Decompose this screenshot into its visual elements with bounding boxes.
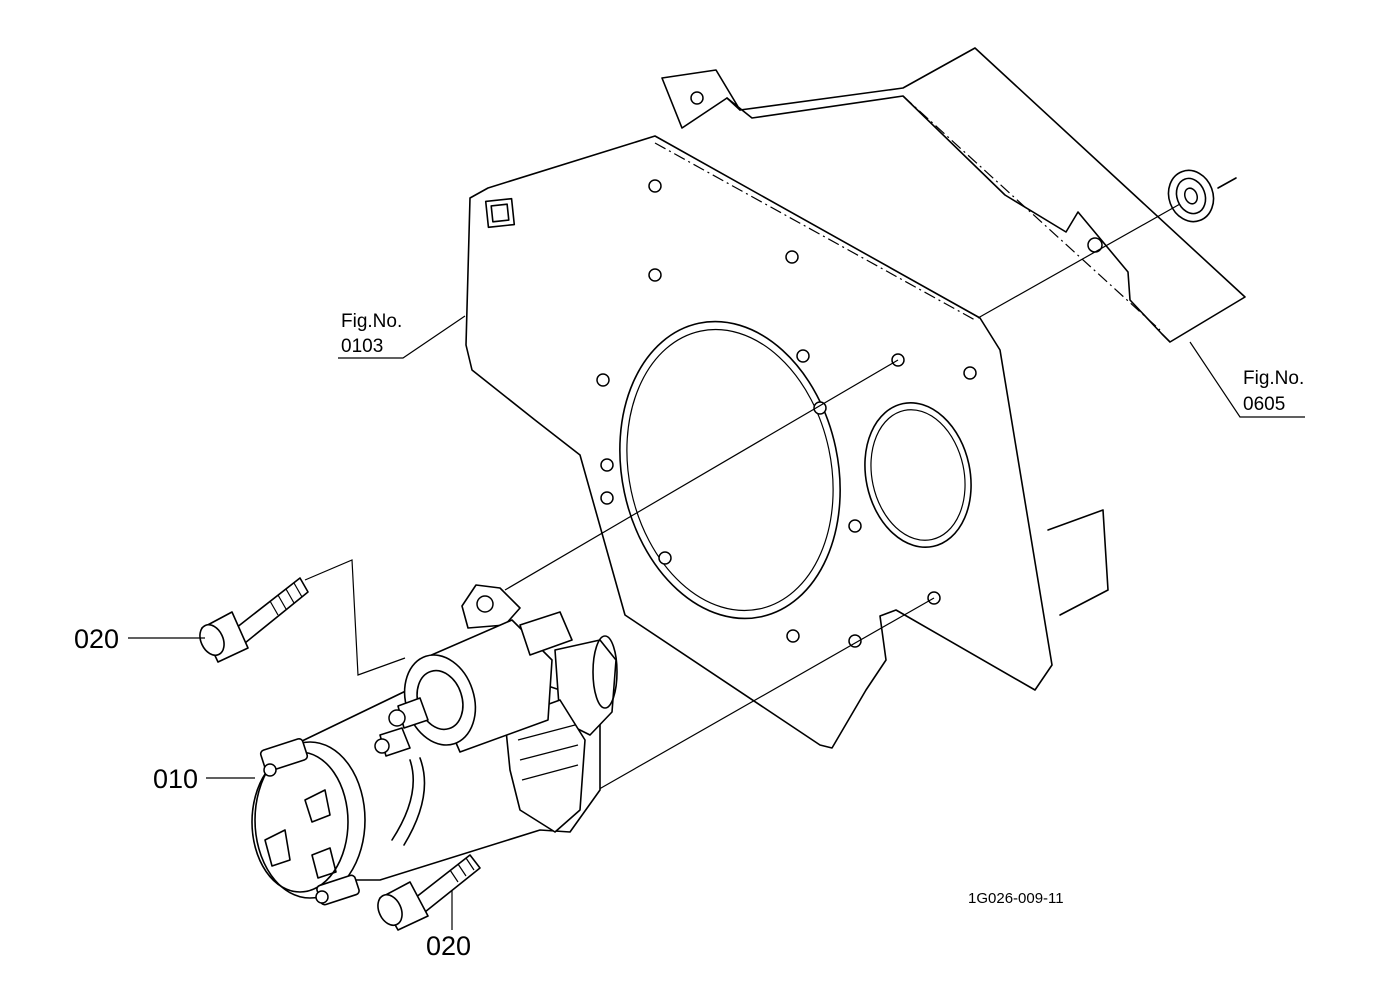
plate-hole bbox=[848, 634, 862, 648]
bolt-lower bbox=[377, 854, 481, 931]
end-cover bbox=[254, 741, 366, 899]
plate-hole bbox=[786, 629, 800, 643]
plate-hole bbox=[848, 519, 862, 533]
upper-bracket bbox=[661, 47, 1246, 343]
bolt-upper bbox=[199, 577, 309, 663]
plate-hole bbox=[796, 349, 810, 363]
drawing-code: 1G026-009-11 bbox=[968, 890, 1064, 907]
callout-020-lower: 020 bbox=[426, 931, 471, 961]
fig-label-plate: Fig.No. bbox=[341, 311, 402, 332]
callout-leaders bbox=[128, 315, 1305, 930]
bracket-hole bbox=[1087, 237, 1103, 253]
starter-motor bbox=[251, 584, 618, 906]
flange-nut bbox=[1167, 169, 1237, 223]
fig-label-bracket: Fig.No. bbox=[1243, 368, 1304, 389]
plate-hole bbox=[658, 551, 672, 565]
callout-010: 010 bbox=[153, 764, 198, 794]
starter-opening bbox=[864, 401, 972, 549]
plate-hole bbox=[648, 179, 662, 193]
plate-hole bbox=[600, 491, 614, 505]
fig-number-plate: 0103 bbox=[341, 336, 383, 357]
plate-hole bbox=[813, 401, 827, 415]
callout-020-upper: 020 bbox=[74, 624, 119, 654]
bracket-hole bbox=[690, 91, 704, 105]
weld-nut bbox=[484, 197, 516, 229]
plate-hole bbox=[600, 458, 614, 472]
fig-number-bracket: 0605 bbox=[1243, 394, 1285, 415]
alignment-lines bbox=[304, 203, 1181, 801]
flywheel-opening bbox=[619, 320, 841, 620]
plate-hole bbox=[785, 250, 799, 264]
plate-hole bbox=[596, 373, 610, 387]
plate-hole bbox=[963, 366, 977, 380]
plate-hole bbox=[648, 268, 662, 282]
